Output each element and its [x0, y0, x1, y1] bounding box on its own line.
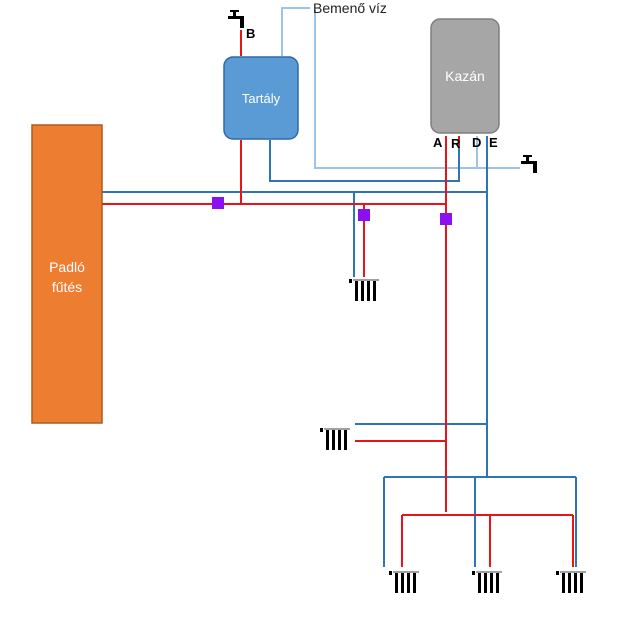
boiler-block [430, 18, 500, 134]
cold-water-inlet-label: Bemenő víz [313, 0, 387, 16]
floor-heating-block [31, 124, 103, 424]
port-a-label: A [433, 135, 443, 150]
supply-pipes [102, 30, 574, 567]
cold-water-inlet-pipe [281, 7, 520, 169]
boiler-label: Kazán [445, 68, 485, 84]
tank-label: Tartály [242, 91, 281, 106]
valve-marker [212, 197, 224, 209]
radiator-icon [556, 571, 586, 593]
radiator-icon [472, 571, 502, 593]
port-b-label: B [246, 26, 255, 41]
tank-block [223, 56, 299, 140]
floor-heating-label-line1: Padló [49, 259, 85, 275]
faucet-icon [228, 10, 244, 28]
port-d-label: D [472, 135, 481, 150]
port-e-label: E [489, 135, 498, 150]
port-r-label: R [451, 136, 461, 151]
return-pipes [102, 136, 577, 567]
radiator-icon [349, 279, 379, 301]
radiator-icon [320, 428, 350, 450]
radiator-icon [389, 571, 419, 593]
valve-marker [440, 213, 452, 225]
floor-heating-label-line2: fűtés [52, 279, 82, 295]
valve-marker [358, 209, 370, 221]
faucet-icon [521, 155, 537, 173]
